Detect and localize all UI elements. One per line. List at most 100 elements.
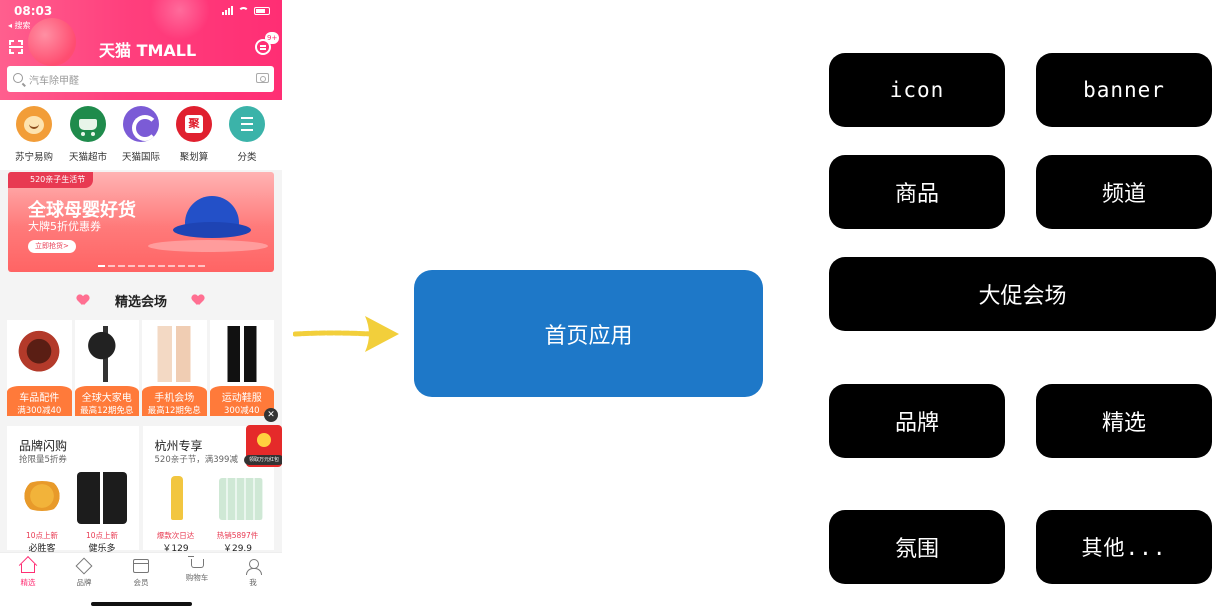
module-brand: 品牌 (829, 384, 1005, 458)
banner-title: 全球母婴好货 (28, 200, 136, 221)
banner-subtitle: 大牌5折优惠券 (28, 220, 101, 233)
card-title: 杭州专享 (154, 439, 203, 453)
card-subtitle: 520亲子节，满399减 (154, 455, 238, 465)
diamond-icon (76, 559, 92, 573)
module-channel: 频道 (1036, 155, 1212, 229)
sport-pants-icon (215, 326, 268, 382)
feature-cards: 品牌闪购 抢限量5折券 10点上新 必胜客 10点上新 健乐多 杭州专享 520… (7, 426, 274, 554)
camera-icon[interactable] (256, 73, 269, 83)
module-atmosphere: 氛围 (829, 510, 1005, 584)
decor-glow (150, 0, 210, 40)
banner-platform (148, 240, 268, 252)
cart-green-icon (70, 106, 106, 142)
brand-logo: 天猫 TMALL (99, 41, 197, 60)
module-icon: icon (829, 53, 1005, 127)
red-packet-label: 领取万元红包 (244, 455, 282, 465)
search-input[interactable]: 汽车除甲醛 (7, 66, 274, 92)
module-goods: 商品 (829, 155, 1005, 229)
search-icon (13, 73, 23, 83)
item-price: ￥129 (162, 544, 189, 554)
tab-label: 精选 (20, 578, 36, 587)
venue-subtitle: 300减40 (223, 406, 260, 416)
shortcut-global[interactable]: 天猫国际 (113, 106, 169, 163)
card-hangzhou[interactable]: 杭州专享 520亲子节，满399减 爆款次日达 ￥129 热销5897件 ￥29… (142, 426, 274, 554)
shortcut-label: 天猫超市 (68, 152, 107, 163)
tab-label: 我 (249, 578, 257, 587)
shortcut-juhuasuan[interactable]: 聚 聚划算 (166, 106, 222, 163)
item-name: 健乐多 (88, 544, 116, 554)
shortcut-label: 苏宁易购 (14, 152, 53, 163)
venue-sports[interactable]: 运动鞋服 300减40 (209, 320, 274, 416)
top-header: 08:03 ◂ 搜索 天猫 TMALL 9+ 汽车除甲醛 (0, 0, 282, 100)
card-brand-flash[interactable]: 品牌闪购 抢限量5折券 10点上新 必胜客 10点上新 健乐多 (7, 426, 139, 554)
shortcut-category[interactable]: 分类 (219, 106, 275, 163)
red-packet-icon[interactable]: 领取万元红包 (244, 425, 282, 467)
tab-selected[interactable]: 精选 (0, 559, 56, 588)
tab-brand[interactable]: 品牌 (56, 559, 112, 588)
bucket-hat-image (173, 194, 251, 242)
status-icons (222, 6, 270, 15)
venue-title: 运动鞋服 (221, 393, 262, 404)
juhua-icon: 聚 (176, 106, 212, 142)
shortcut-label: 聚划算 (179, 152, 209, 163)
venue-title: 车品配件 (19, 393, 60, 404)
user-icon (245, 559, 262, 575)
promo-banner[interactable]: 520亲子生活节 全球母婴好货 大牌5折优惠券 立即抢货> (8, 172, 274, 272)
status-back-link[interactable]: ◂ 搜索 (8, 21, 31, 30)
homepage-app-box: 首页应用 (414, 270, 763, 397)
tab-label: 会员 (133, 578, 149, 587)
signal-icon (222, 6, 233, 15)
module-promotion-venue: 大促会场 (829, 257, 1216, 331)
decor-bubble (28, 18, 76, 66)
shortcut-label: 分类 (237, 152, 257, 163)
tab-cart[interactable]: 购物车 (169, 556, 225, 583)
venue-title: 全球大家电 (81, 393, 132, 404)
carousel-dots[interactable] (98, 265, 205, 267)
venue-appliances[interactable]: 全球大家电最高12期免息 (74, 320, 139, 416)
venue-subtitle: 最高12期免息 (147, 406, 201, 416)
shortcut-label: 天猫国际 (121, 152, 160, 163)
tab-me[interactable]: 我 (225, 559, 281, 588)
oil-bottle-icon (170, 476, 183, 520)
cart-icon (187, 556, 204, 568)
member-card-icon (133, 559, 149, 573)
arrow-shaft (293, 330, 374, 337)
status-time: 08:03 (14, 4, 53, 18)
banner-tag: 520亲子生活节 (8, 172, 94, 188)
scan-icon[interactable] (9, 40, 23, 54)
item-tag: 10点上新 (85, 531, 119, 540)
juhua-glyph: 聚 (188, 117, 200, 130)
arrow-head (365, 316, 399, 352)
venue-subtitle: 最高12期免息 (80, 406, 134, 416)
card-title: 品牌闪购 (19, 439, 68, 453)
venue-title: 手机会场 (154, 393, 195, 404)
item-tag: 10点上新 (25, 531, 59, 540)
hair-dryer-icon (80, 326, 133, 382)
venue-phones[interactable]: 手机会场最高12期免息 (142, 320, 207, 416)
category-icon (229, 106, 265, 142)
global-icon (123, 106, 159, 142)
supplement-jars-icon (77, 472, 127, 524)
lion-icon (16, 106, 52, 142)
car-part-icon (13, 326, 65, 382)
card-subtitle: 抢限量5折券 (19, 455, 67, 465)
tab-member[interactable]: 会员 (113, 559, 169, 588)
venue-row: 车品配件满300减40 全球大家电最高12期免息 手机会场最高12期免息 运动鞋… (7, 320, 274, 416)
arrow-icon (293, 316, 399, 352)
shortcut-supermarket[interactable]: 天猫超市 (60, 106, 116, 163)
section-title: 精选会场 (114, 295, 167, 310)
home-icon (21, 564, 35, 573)
item-tag: 热销5897件 (216, 531, 259, 540)
heart-icon (192, 295, 204, 305)
venue-subtitle: 满300减40 (17, 406, 62, 416)
module-others: 其他... (1036, 510, 1212, 584)
close-icon[interactable]: ✕ (264, 408, 278, 422)
banner-button[interactable]: 立即抢货> (28, 240, 76, 253)
message-icon[interactable] (255, 39, 271, 55)
venue-car-parts[interactable]: 车品配件满300减40 (7, 320, 72, 416)
fries-icon (17, 481, 67, 511)
water-bottles-icon (218, 478, 263, 520)
module-banner: banner (1036, 53, 1212, 127)
shortcut-suning[interactable]: 苏宁易购 (6, 106, 62, 163)
item-tag: 爆款次日达 (156, 531, 195, 540)
